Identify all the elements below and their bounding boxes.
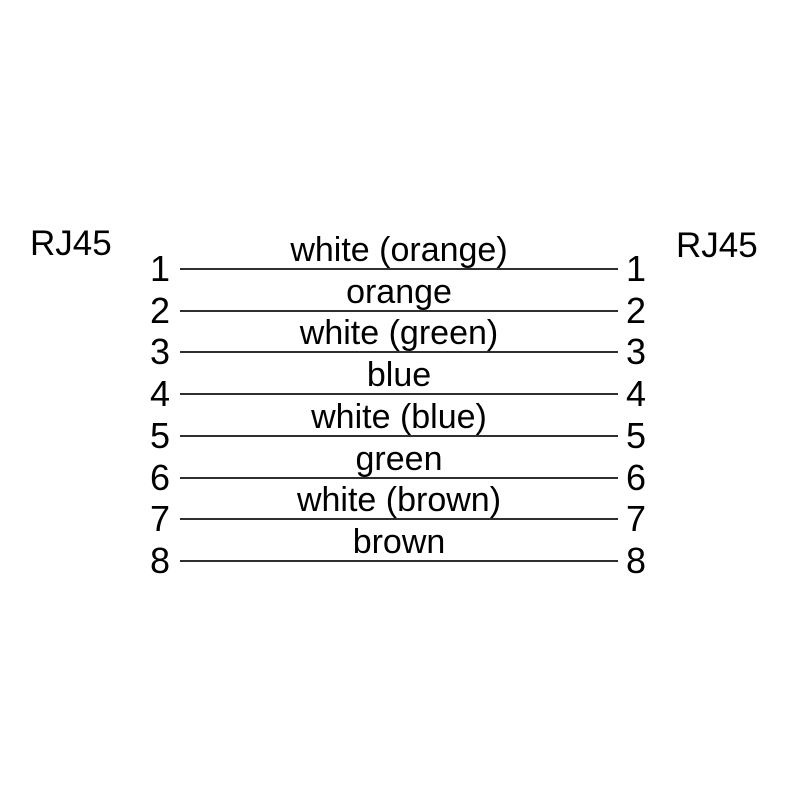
pin-number-right: 5 (626, 414, 647, 456)
wire-line (180, 476, 618, 479)
pin-number-left: 5 (149, 414, 170, 456)
pin-number-left: 8 (149, 539, 170, 581)
pin-number-right: 3 (626, 331, 647, 373)
wire-line (180, 351, 618, 354)
pin-number-left: 7 (149, 498, 170, 540)
wire-color-label: white (orange) (290, 231, 508, 269)
pin-number-left: 2 (149, 289, 170, 331)
pin-number-left: 3 (149, 331, 170, 373)
pin-number-right: 1 (626, 248, 647, 289)
left-connector-label: RJ45 (30, 224, 112, 263)
pin-number-right: 8 (626, 539, 647, 581)
wire-line (180, 434, 618, 437)
right-connector-label: RJ45 (676, 226, 758, 265)
wire-color-label: orange (346, 272, 452, 311)
wire-line (180, 268, 618, 270)
pin-number-left: 4 (149, 373, 170, 415)
pin-number-right: 4 (626, 373, 647, 415)
wire-line (180, 559, 618, 562)
wire-color-label: brown (352, 522, 446, 561)
wire-color-label: blue (366, 356, 432, 395)
wire-line (180, 393, 618, 396)
pin-number-left: 1 (149, 248, 170, 289)
pin-number-right: 2 (626, 289, 647, 331)
wire-color-label: white (green) (299, 314, 499, 353)
wire-line (180, 309, 618, 312)
pin-number-right: 6 (626, 456, 647, 498)
wire-line (180, 518, 618, 521)
wire-color-label: white (blue) (311, 397, 487, 436)
pin-number-right: 7 (626, 498, 647, 540)
wire-color-label: white (brown) (296, 481, 502, 520)
pin-number-left: 6 (149, 456, 170, 498)
wire-color-label: green (355, 439, 443, 478)
